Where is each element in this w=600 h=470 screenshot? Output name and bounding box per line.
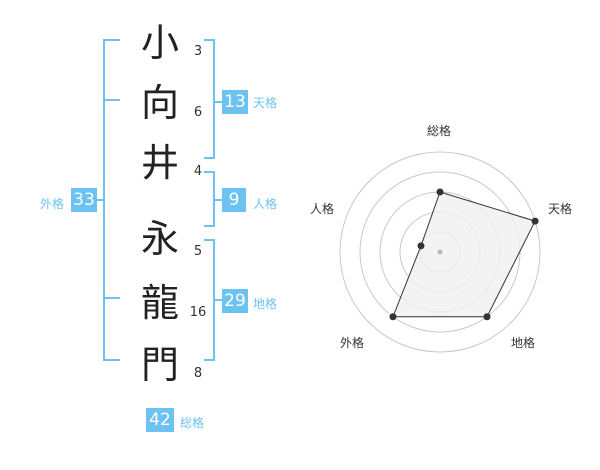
so-value-badge: 42 [146, 408, 174, 432]
radar-point-4 [417, 242, 425, 250]
surname-char-2: 向 [140, 81, 179, 125]
surname-char-3: 井 [140, 141, 179, 185]
radar-point-2 [483, 313, 491, 321]
gai-value-badge: 33 [71, 188, 97, 212]
radar-label-so: 総格 [427, 124, 452, 138]
surname-char-1: 小 [140, 21, 179, 65]
given-char-3: 門 [140, 343, 179, 387]
given-strokes-1: 5 [193, 244, 203, 259]
radar-label-ten: 天格 [548, 202, 573, 216]
radar-series-area [392, 191, 536, 318]
chi-value-badge: 29 [222, 289, 248, 313]
radar-point-1 [531, 217, 539, 225]
surname-strokes-2: 6 [193, 105, 203, 120]
radar-grid-ring [339, 151, 541, 353]
radar-label-jin: 人格 [310, 202, 335, 216]
given-char-2: 龍 [140, 281, 179, 325]
radar-label-chi: 地格 [511, 336, 536, 350]
given-strokes-3: 8 [193, 366, 203, 381]
so-label: 総格 [180, 416, 205, 430]
chi-label: 地格 [253, 297, 278, 311]
radar-point-3 [389, 313, 397, 321]
jin-value-badge: 9 [222, 188, 246, 212]
given-char-1: 永 [140, 217, 179, 261]
given-strokes-2: 16 [189, 305, 207, 320]
jin-label: 人格 [253, 197, 278, 211]
gai-label: 外格 [40, 197, 65, 211]
ten-value-badge: 13 [222, 90, 248, 114]
radar-label-gai: 外格 [340, 336, 365, 350]
ten-bracket [204, 39, 215, 159]
surname-strokes-1: 3 [193, 44, 203, 59]
ten-label: 天格 [253, 96, 278, 110]
radar-point-0 [436, 188, 444, 196]
radar-center-point [437, 249, 443, 255]
surname-strokes-3: 4 [193, 164, 203, 179]
